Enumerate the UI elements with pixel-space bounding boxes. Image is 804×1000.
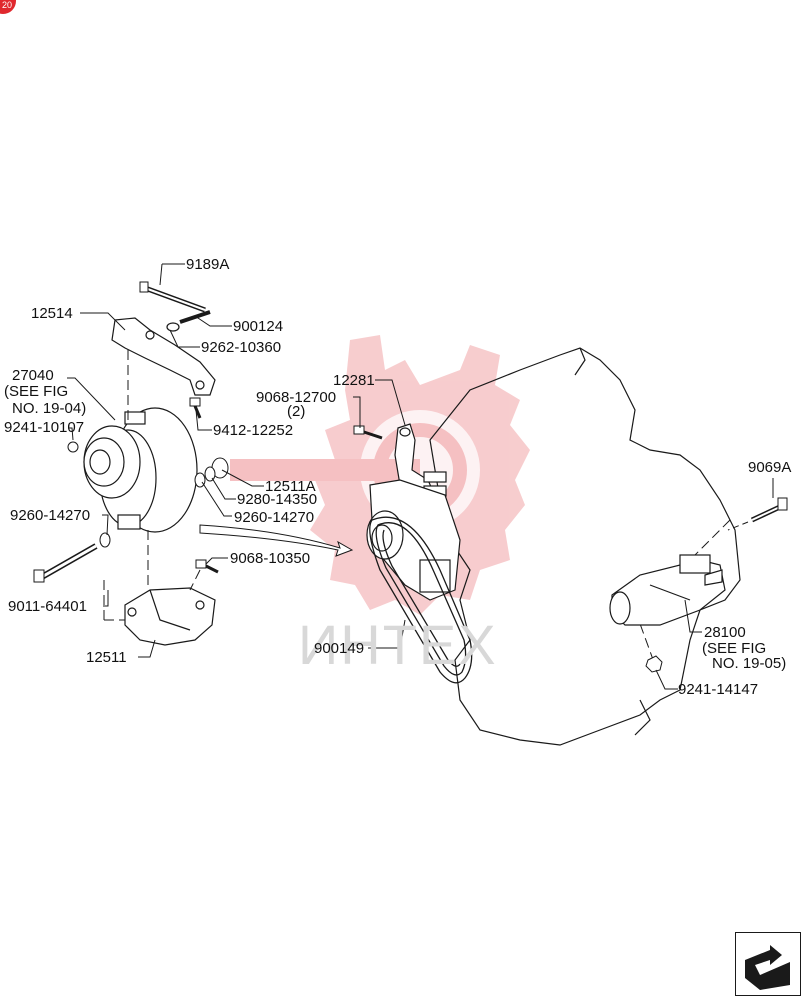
part-label-12511[interactable]: 12511 bbox=[86, 649, 127, 666]
part-label-900149[interactable]: 900149 bbox=[314, 640, 365, 657]
bracket-12514 bbox=[111, 317, 216, 396]
part-label-9260-14270-right[interactable]: 9260-14270 bbox=[234, 509, 315, 526]
bolt-9412-12252 bbox=[189, 397, 202, 419]
part-label-28100[interactable]: 28100 bbox=[704, 624, 746, 641]
part-label-9262-10360[interactable]: 9262-10360 bbox=[201, 339, 282, 356]
part-label-9280-14350[interactable]: 9280-14350 bbox=[237, 491, 318, 508]
bolt-9068-12700 bbox=[353, 425, 383, 440]
water-pump-pulley bbox=[366, 479, 461, 601]
part-label-28100-fig: NO. 19-05) bbox=[712, 655, 787, 672]
part-label-12511a[interactable]: 12511A bbox=[265, 478, 316, 495]
part-label-9412-12252[interactable]: 9412-12252 bbox=[213, 422, 294, 439]
watermark-text: ИНТЕХ bbox=[298, 613, 498, 676]
part-label-9068-12700-qty: (2) bbox=[287, 403, 306, 420]
part-label-9241-14147[interactable]: 9241-14147 bbox=[678, 681, 759, 698]
transfer-arrow bbox=[199, 524, 354, 557]
bolt-9069a bbox=[727, 497, 788, 531]
part-label-9068-12700[interactable]: 9068-12700 bbox=[256, 389, 337, 406]
bracket-12511 bbox=[124, 587, 216, 646]
part-label-9241-10107[interactable]: 9241-10107 bbox=[4, 419, 85, 436]
bolt-9189a bbox=[139, 263, 211, 324]
starter-motor bbox=[609, 554, 726, 626]
watermark-logo bbox=[230, 335, 530, 615]
alternator bbox=[83, 407, 198, 533]
leader-lines bbox=[67, 312, 774, 690]
part-label-9189a[interactable]: 9189A bbox=[186, 256, 230, 273]
bolt-9068-10350 bbox=[195, 559, 219, 574]
next-page-button[interactable] bbox=[735, 932, 801, 996]
part-label-9260-14270-left[interactable]: 9260-14270 bbox=[10, 507, 91, 524]
next-page-icon bbox=[735, 932, 801, 996]
bolt-9011-64401 bbox=[33, 543, 98, 583]
part-label-27040-fig: NO. 19-04) bbox=[12, 400, 87, 417]
nut-9241-14147 bbox=[645, 655, 663, 673]
part-label-9011-64401[interactable]: 9011-64401 bbox=[8, 598, 87, 615]
part-label-12281[interactable]: 12281 bbox=[333, 372, 375, 389]
part-label-12514[interactable]: 12514 bbox=[31, 305, 73, 322]
part-label-28100-ref: (SEE FIG bbox=[702, 640, 767, 657]
part-label-9068-10350[interactable]: 9068-10350 bbox=[230, 550, 311, 567]
part-label-900124[interactable]: 900124 bbox=[233, 318, 284, 335]
v-belt-900149 bbox=[369, 516, 473, 684]
part-label-9069a[interactable]: 9069A bbox=[748, 459, 792, 476]
part-label-27040[interactable]: 27040 bbox=[12, 367, 54, 384]
part-label-27040-ref: (SEE FIG bbox=[4, 383, 69, 400]
